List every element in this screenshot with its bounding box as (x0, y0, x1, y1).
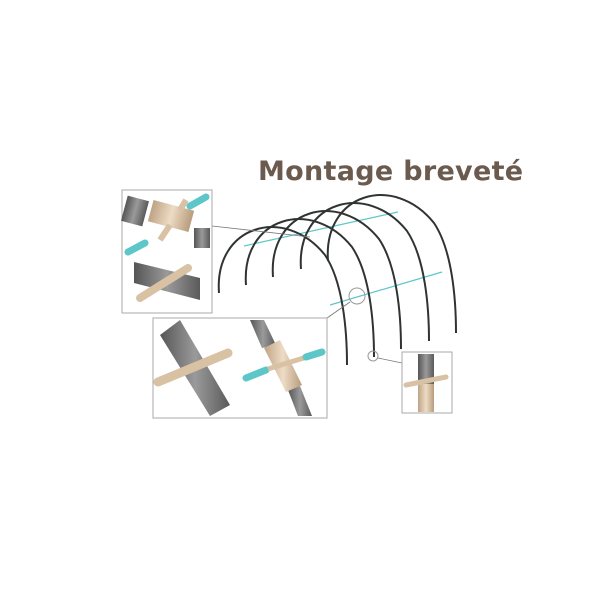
detail-inset-ridge-exploded (121, 189, 213, 314)
detail-marker-foot (367, 350, 379, 362)
detail-inset-ridge-assembled (152, 317, 328, 419)
arch (271, 210, 402, 350)
detail-inset-foot (401, 351, 453, 414)
detail-marker-ridge (348, 287, 366, 305)
leader-line (326, 301, 351, 319)
arch (244, 218, 375, 358)
leader-line (211, 225, 311, 238)
arches (217, 194, 457, 366)
arch (299, 202, 430, 342)
arch (326, 194, 457, 334)
leader-line (377, 357, 403, 364)
arch (217, 226, 348, 366)
purlin-top (243, 211, 399, 247)
diagram-title: Montage breveté (258, 156, 524, 187)
